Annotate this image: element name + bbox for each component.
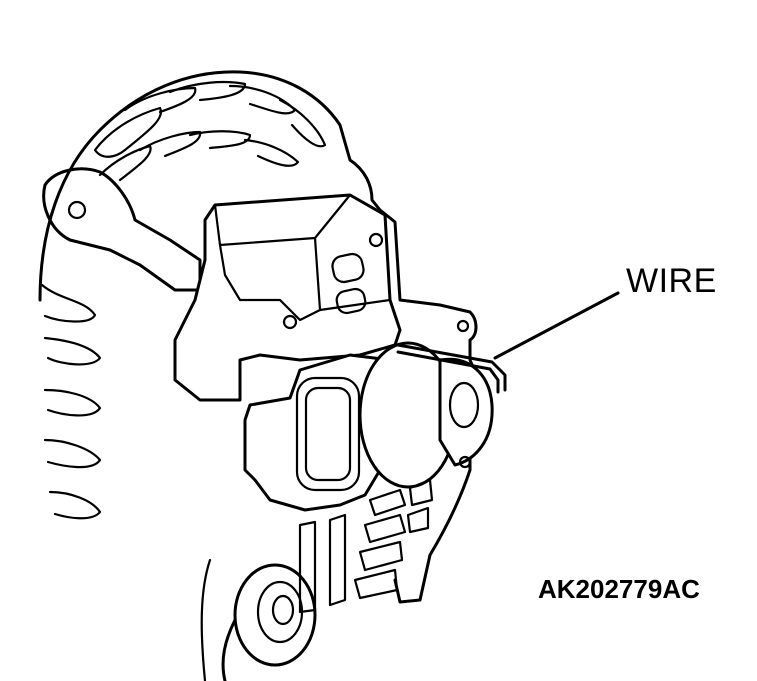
mounting-ear-hole [67, 200, 87, 220]
regulator-block [173, 193, 402, 402]
mounting-ear [42, 167, 202, 292]
terminal-inner [304, 386, 352, 482]
rear-screw-top [456, 319, 470, 333]
block-top-edge [213, 193, 352, 247]
upper-vents [93, 80, 327, 182]
wire-leader-line [493, 291, 620, 360]
terminal-window [295, 376, 361, 492]
rear-boss [438, 357, 494, 467]
wire-label: WIRE [626, 262, 717, 300]
block-front-edge [218, 243, 322, 322]
block-screw-2 [282, 314, 298, 330]
block-slot-2 [335, 287, 367, 315]
block-screw [368, 232, 384, 248]
block-slot-1 [331, 252, 365, 284]
reference-code: AK202779AC [538, 574, 700, 604]
housing-fins [40, 283, 102, 520]
rear-screw-bottom [458, 455, 472, 469]
wire-pin [396, 343, 507, 392]
pulley [200, 558, 317, 681]
wire-pin-2 [396, 350, 500, 394]
rear-boss-hole [448, 381, 480, 429]
